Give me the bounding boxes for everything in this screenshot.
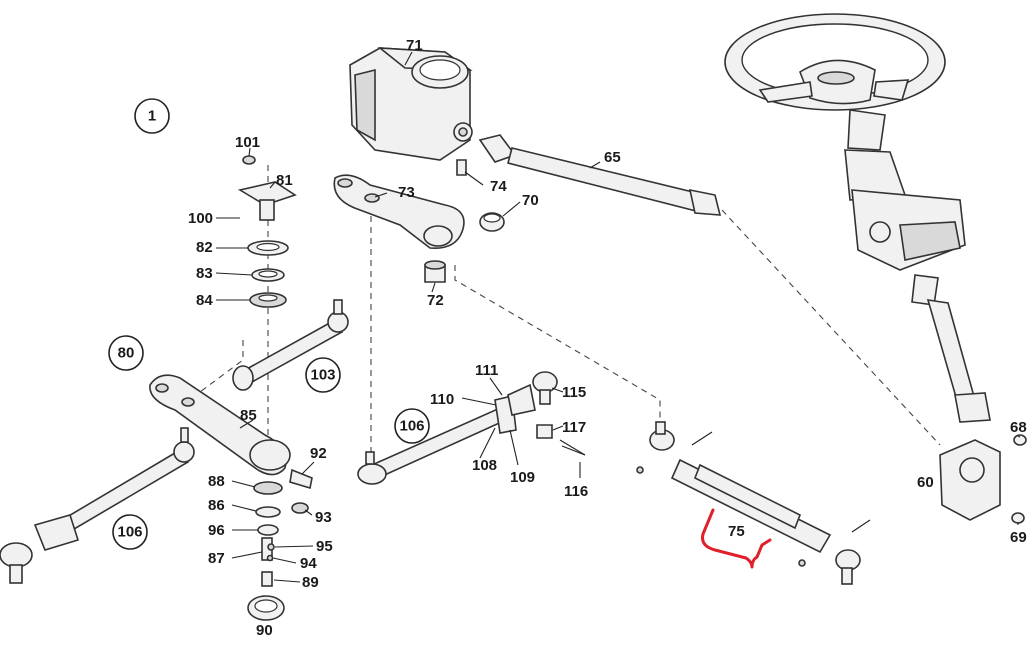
label-69: 69 xyxy=(1010,529,1027,546)
label-88: 88 xyxy=(208,473,225,490)
svg-text:103: 103 xyxy=(310,367,335,384)
label-100: 100 xyxy=(188,210,213,227)
callout-1: 1 xyxy=(134,98,170,134)
label-96: 96 xyxy=(208,522,225,539)
tie-rod-upper xyxy=(232,299,349,391)
label-86: 86 xyxy=(208,497,225,514)
svg-text:106: 106 xyxy=(117,524,142,541)
label-116: 116 xyxy=(564,483,588,500)
steering-shaft xyxy=(478,134,722,216)
label-90: 90 xyxy=(256,622,273,639)
label-92: 92 xyxy=(310,445,327,462)
spindle-stack xyxy=(237,155,297,308)
highlight-mark xyxy=(701,508,772,569)
label-101: 101 xyxy=(235,134,260,151)
drag-link-middle xyxy=(357,371,586,485)
leader-lines xyxy=(215,51,1021,583)
label-82: 82 xyxy=(196,239,213,256)
label-111: 111 xyxy=(475,362,498,379)
label-74: 74 xyxy=(490,178,507,195)
label-60: 60 xyxy=(917,474,934,491)
label-108: 108 xyxy=(472,457,497,474)
drag-link-left xyxy=(0,427,195,584)
assembly-dashed-lines xyxy=(199,165,941,455)
label-115: 115 xyxy=(562,384,586,401)
label-117: 117 xyxy=(562,419,586,436)
label-85: 85 xyxy=(240,407,257,424)
label-71: 71 xyxy=(406,37,423,54)
label-110: 110 xyxy=(430,391,454,408)
label-70: 70 xyxy=(522,192,539,209)
label-75: 75 xyxy=(728,523,745,540)
svg-text:80: 80 xyxy=(118,345,135,362)
label-84: 84 xyxy=(196,292,213,309)
callout-106-middle: 106 xyxy=(394,408,430,444)
steering-column xyxy=(844,109,991,423)
part-labels: 71 65 73 74 70 72 101 81 100 82 83 84 85… xyxy=(188,37,1027,639)
label-81: 81 xyxy=(276,172,293,189)
steering-gearbox xyxy=(349,47,473,161)
label-95: 95 xyxy=(316,538,333,555)
label-93: 93 xyxy=(315,509,332,526)
label-94: 94 xyxy=(300,555,317,572)
pitman-arm xyxy=(333,174,465,283)
label-73: 73 xyxy=(398,184,415,201)
label-89: 89 xyxy=(302,574,319,591)
steering-arm xyxy=(149,374,313,490)
callout-106-left: 106 xyxy=(112,514,148,550)
callout-103: 103 xyxy=(305,357,341,393)
label-68: 68 xyxy=(1010,419,1027,436)
label-65: 65 xyxy=(604,149,621,166)
bolt-74 xyxy=(456,159,467,176)
callout-80: 80 xyxy=(108,335,144,371)
steering-cylinder xyxy=(636,421,871,585)
steering-wheel xyxy=(724,13,946,111)
spindle-lower-hardware xyxy=(247,481,309,621)
svg-text:106: 106 xyxy=(399,418,424,435)
rear-valve-block xyxy=(939,434,1027,524)
label-72: 72 xyxy=(427,292,444,309)
label-109: 109 xyxy=(510,469,535,486)
label-83: 83 xyxy=(196,265,213,282)
svg-text:1: 1 xyxy=(148,108,156,125)
label-87: 87 xyxy=(208,550,225,567)
